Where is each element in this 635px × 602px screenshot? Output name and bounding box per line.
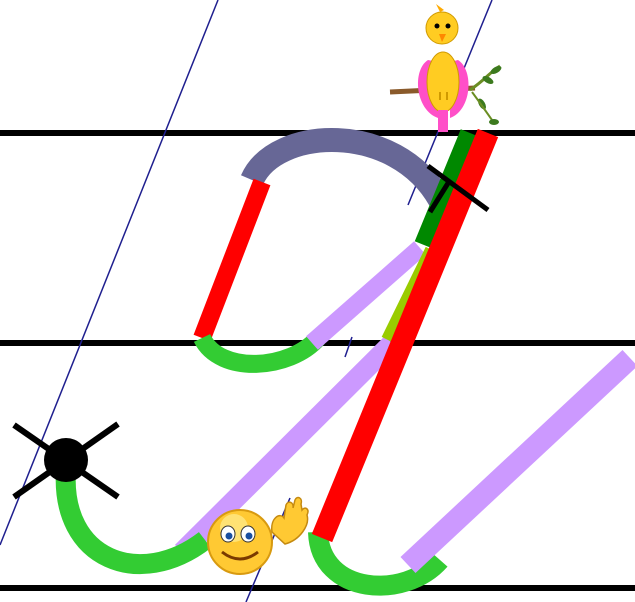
ruling-lines [0,133,635,588]
slant-guide-left [0,0,218,545]
stroke-top-arc [252,140,440,200]
stroke-green-hook-left [66,470,205,564]
stroke-lavender-right [408,358,630,565]
letter-strokes [66,133,630,586]
bird-on-branch-icon [390,4,503,132]
stroke-left-red [202,182,262,338]
